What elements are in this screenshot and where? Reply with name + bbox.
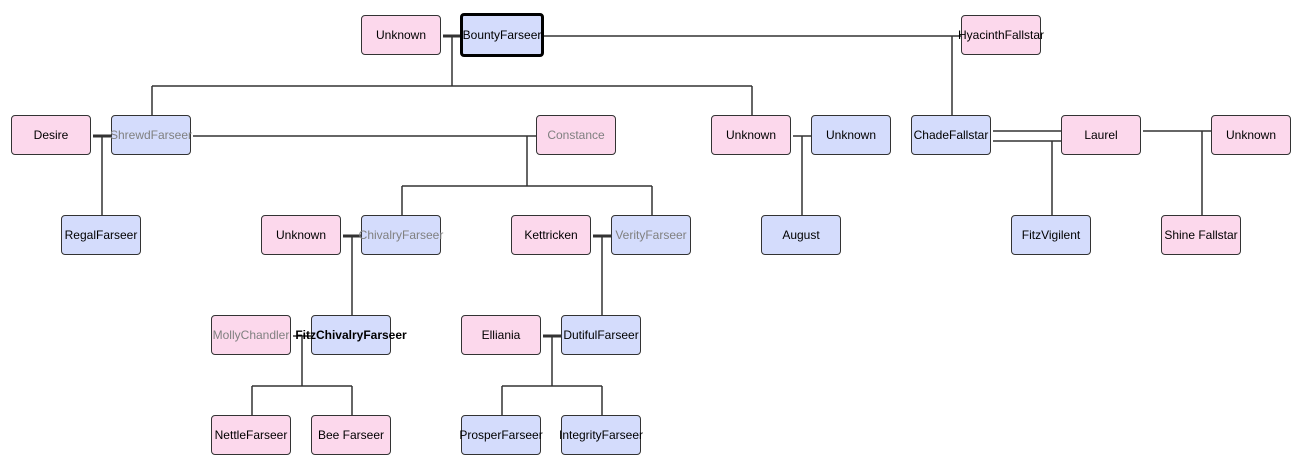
node-desire[interactable]: Desire — [11, 115, 91, 155]
node-label: Farseer — [601, 428, 644, 442]
node-label: Constance — [547, 128, 605, 142]
node-label: Laurel — [1084, 128, 1118, 142]
node-bounty-spouse[interactable]: Unknown — [361, 15, 441, 55]
node-label: Unknown — [825, 128, 877, 142]
node-label: Chandler — [240, 328, 290, 342]
node-label: Farseer — [96, 228, 138, 242]
node-label: Shrewd — [109, 128, 151, 142]
node-chivalry-spouse[interactable]: Unknown — [261, 215, 341, 255]
node-label: Nettle — [214, 428, 246, 442]
node-bee-farseer[interactable]: Bee Farseer — [311, 415, 391, 455]
node-kettricken[interactable]: Kettricken — [511, 215, 591, 255]
node-label: August — [782, 228, 820, 242]
node-label: Farseer — [150, 128, 193, 142]
node-label: Prosper — [459, 428, 502, 442]
node-label: Farseer — [597, 328, 639, 342]
node-label: Dutiful — [563, 328, 598, 342]
node-label: Molly — [212, 328, 241, 342]
node-shine-fallstar[interactable]: Shine Fallstar — [1161, 215, 1241, 255]
node-label: FitzChivalry — [295, 328, 364, 342]
node-label: Elliania — [481, 328, 521, 342]
node-label: Kettricken — [524, 228, 578, 242]
node-label: Farseer — [246, 428, 288, 442]
node-elliania[interactable]: Elliania — [461, 315, 541, 355]
node-label: Unknown — [375, 28, 427, 42]
node-fitzvigilent[interactable]: FitzVigilent — [1011, 215, 1091, 255]
node-label: Farseer — [402, 228, 444, 242]
node-label: Farseer — [500, 28, 542, 42]
node-label: Farseer — [363, 328, 407, 342]
node-label: Farseer — [645, 228, 687, 242]
node-constance[interactable]: Constance — [536, 115, 616, 155]
node-label: Unknown — [725, 128, 777, 142]
node-label: Hyacinth — [957, 28, 1005, 42]
node-label: Farseer — [501, 428, 543, 442]
node-august[interactable]: August — [761, 215, 841, 255]
node-label: FitzVigilent — [1021, 228, 1081, 242]
node-label: Chade — [913, 128, 950, 142]
node-unknown-husband[interactable]: Unknown — [811, 115, 891, 155]
node-label: Regal — [64, 228, 96, 242]
node-label: Fallstar — [1004, 28, 1045, 42]
node-label: Verity — [615, 228, 646, 242]
node-label: Fallstar — [949, 128, 989, 142]
node-label: Unknown — [1225, 128, 1277, 142]
node-label: Desire — [33, 128, 69, 142]
node-label: Chivalry — [358, 228, 402, 242]
node-unknown-daughter[interactable]: Unknown — [711, 115, 791, 155]
node-label: Integrity — [558, 428, 602, 442]
node-label: Bounty — [462, 28, 501, 42]
node-label: Bee Farseer — [317, 428, 385, 442]
node-label: Unknown — [275, 228, 327, 242]
node-label: Shine Fallstar — [1164, 228, 1238, 242]
node-laurel-spouse[interactable]: Unknown — [1211, 115, 1291, 155]
node-laurel[interactable]: Laurel — [1061, 115, 1141, 155]
